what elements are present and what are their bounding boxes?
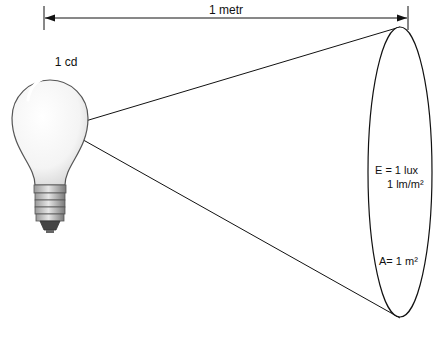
unit-label: 1 lm/m² [387,178,424,191]
intensity-label: 1 cd [53,55,80,69]
area-label: A= 1 m² [379,255,418,268]
ellipse-outline [368,27,432,317]
light-bulb [12,76,88,233]
light-cone [62,27,400,318]
illuminated-area: E = 1 lux1 lm/m² A= 1 m² [367,26,433,318]
illuminance-label: E = 1 lux [375,164,418,177]
dimension-label: 1 metr [207,3,245,17]
